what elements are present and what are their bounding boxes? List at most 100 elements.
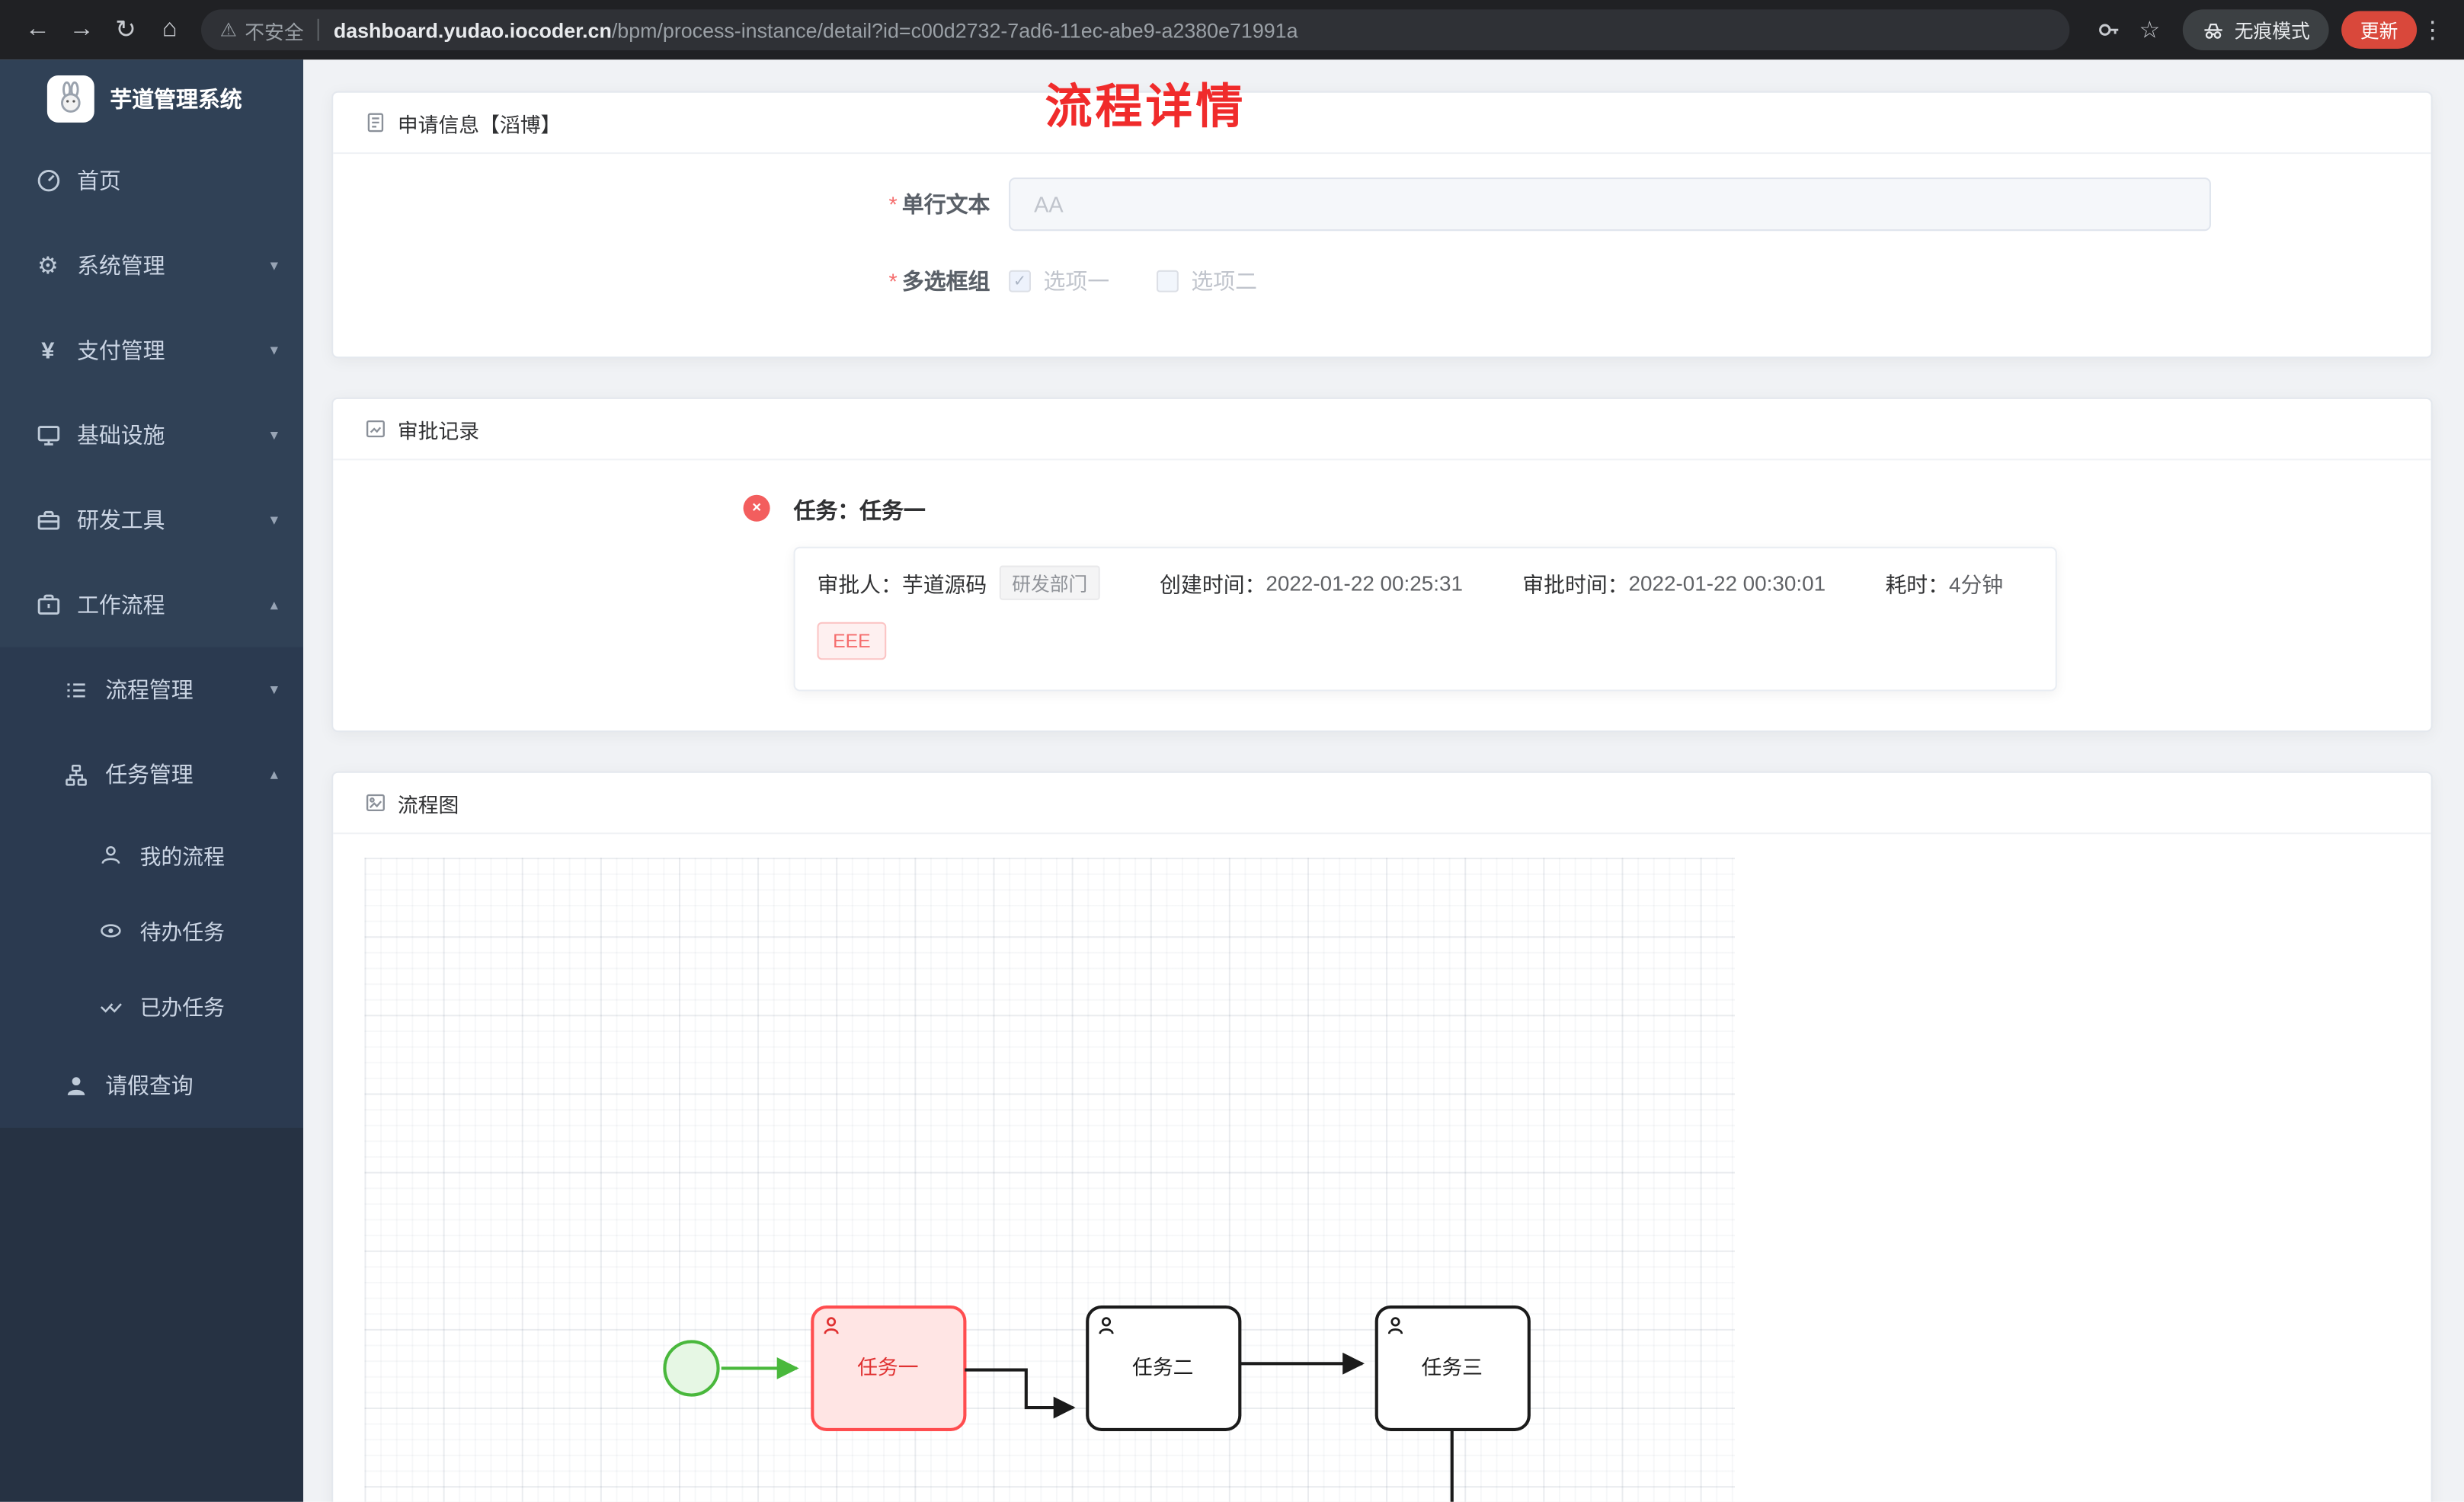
- forward-icon[interactable]: →: [69, 15, 94, 43]
- sidebar-item-label: 首页: [77, 168, 121, 193]
- dept-tag: 研发部门: [999, 565, 1100, 600]
- dashboard-icon: [34, 168, 61, 193]
- sidebar-item-label: 基础设施: [77, 422, 165, 448]
- checkbox-option-1[interactable]: ✓ 选项一: [1009, 266, 1109, 297]
- chevron-up-icon: ▴: [270, 596, 279, 614]
- incognito-badge[interactable]: 无痕模式: [2182, 9, 2329, 50]
- home-icon[interactable]: ⌂: [162, 15, 178, 43]
- address-bar[interactable]: ⚠ 不安全 dashboard.yudao.iocoder.cn/bpm/pro…: [201, 9, 2070, 50]
- back-icon[interactable]: ←: [25, 15, 50, 43]
- approver-name: 芋道源码: [901, 573, 987, 597]
- bookmark-star-icon[interactable]: ☆: [2139, 17, 2161, 44]
- sidebar-item-label: 我的流程: [139, 845, 225, 869]
- single-line-text-input[interactable]: [1009, 177, 2211, 232]
- sidebar-item-label: 研发工具: [77, 507, 165, 533]
- address-divider: [318, 18, 320, 41]
- card-title: 流程图: [397, 792, 459, 817]
- duration-label: 耗时：: [1885, 573, 1949, 597]
- chevron-down-icon: ▾: [270, 426, 279, 444]
- apply-info-card: 申请信息【滔博】 *单行文本 *多选框组 ✓ 选项一: [331, 91, 2433, 359]
- sidebar-item-devtools[interactable]: 研发工具 ▾: [0, 478, 303, 562]
- text-field-row: *单行文本: [333, 177, 2430, 232]
- comment-tag: EEE: [817, 622, 887, 660]
- app-title: 芋道管理系统: [110, 86, 242, 112]
- sidebar-item-todo-tasks[interactable]: 待办任务: [0, 893, 303, 968]
- sidebar-item-done-tasks[interactable]: 已办任务: [0, 968, 303, 1043]
- sidebar-item-system[interactable]: ⚙ 系统管理 ▾: [0, 223, 303, 308]
- workflow-submenu: 流程管理 ▾ 任务管理 ▴ 我的流程: [0, 647, 304, 1128]
- sidebar-item-label: 任务管理: [105, 762, 194, 788]
- process-diagram-header: 流程图: [333, 773, 2431, 835]
- page-title: 流程详情: [1045, 81, 1246, 134]
- my-process-icon: [98, 843, 124, 867]
- diagram-icon: [365, 792, 387, 814]
- approval-record-header: 审批记录: [333, 399, 2431, 461]
- sidebar-item-label: 已办任务: [139, 995, 225, 1020]
- browser-chrome: ← → ↻ ⌂ ⚠ 不安全 dashboard.yudao.iocoder.cn…: [0, 0, 2464, 60]
- user-task-icon: [824, 1317, 839, 1334]
- checkbox-option-2[interactable]: 选项二: [1157, 266, 1257, 297]
- incognito-icon: [2201, 18, 2225, 42]
- sidebar-item-task-mgmt[interactable]: 任务管理 ▴: [0, 732, 303, 817]
- chevron-down-icon: ▾: [270, 257, 279, 274]
- card-title: 审批记录: [397, 418, 480, 443]
- sidebar-item-my-process[interactable]: 我的流程: [0, 817, 303, 893]
- done-check-icon: [98, 994, 124, 1018]
- start-event-node[interactable]: [663, 1340, 720, 1397]
- document-icon: [365, 111, 387, 133]
- approved-label: 审批时间：: [1522, 573, 1629, 597]
- eye-icon: [98, 919, 124, 942]
- field-label: *多选框组: [888, 268, 990, 294]
- monitor-icon: [34, 423, 61, 448]
- app-logo-row[interactable]: 芋道管理系统: [0, 59, 303, 138]
- reload-icon[interactable]: ↻: [115, 17, 136, 44]
- sidebar-item-infrastructure[interactable]: 基础设施 ▾: [0, 393, 303, 478]
- url-path: /bpm/process-instance/detail?id=c00d2732…: [611, 18, 1298, 42]
- sidebar-item-label: 请假查询: [105, 1072, 194, 1098]
- sidebar-item-workflow[interactable]: 工作流程 ▴: [0, 562, 303, 647]
- task1-label: 任务一: [857, 1357, 918, 1379]
- task3-label: 任务三: [1422, 1357, 1483, 1379]
- sidebar: 芋道管理系统 首页 ⚙ 系统管理 ▾ ¥ 支付管理 ▾: [0, 59, 304, 1502]
- incognito-label: 无痕模式: [2234, 19, 2310, 42]
- checkbox-field-row: *多选框组 ✓ 选项一 选项二: [333, 266, 2430, 297]
- sidebar-item-label: 支付管理: [77, 337, 165, 363]
- created-time: 2022-01-22 00:25:31: [1266, 570, 1463, 595]
- created-label: 创建时间：: [1160, 573, 1266, 597]
- sidebar-item-payment[interactable]: ¥ 支付管理 ▾: [0, 308, 303, 392]
- sidebar-item-label: 待办任务: [139, 920, 225, 944]
- url-text: dashboard.yudao.iocoder.cn/bpm/process-i…: [334, 18, 1298, 42]
- password-key-icon[interactable]: [2088, 9, 2130, 50]
- approval-detail-line: 审批人： 芋道源码 研发部门 创建时间： 2022-01-22 00:25:31…: [818, 565, 2034, 600]
- list-icon: [63, 678, 90, 701]
- user-task-icon: [1387, 1317, 1403, 1334]
- sidebar-item-label: 系统管理: [77, 253, 165, 279]
- sidebar-item-home[interactable]: 首页: [0, 139, 303, 223]
- bpmn-diagram: 任务一 任务二 任务三: [663, 1305, 1531, 1502]
- browser-menu-icon[interactable]: ⋮: [2421, 17, 2445, 44]
- update-button[interactable]: 更新: [2341, 11, 2418, 49]
- sidebar-item-leave-query[interactable]: 请假查询: [0, 1043, 303, 1128]
- main-content: 流程详情 申请信息【滔博】 *单行文本 *多选框组: [303, 59, 2464, 1502]
- tree-icon: [63, 762, 90, 786]
- rabbit-logo-icon: [46, 75, 94, 123]
- duration-value: 4分钟: [1948, 573, 2004, 597]
- checkbox-group: ✓ 选项一 选项二: [1009, 266, 1257, 297]
- url-domain: dashboard.yudao.iocoder.cn: [333, 18, 612, 42]
- chevron-down-icon: ▾: [270, 511, 279, 529]
- briefcase-icon: [34, 593, 61, 618]
- not-secure-icon: ⚠: [219, 18, 237, 41]
- sidebar-item-label: 流程管理: [105, 676, 194, 702]
- record-icon: [365, 418, 387, 440]
- sidebar-item-label: 工作流程: [77, 592, 165, 618]
- task2-node[interactable]: [1086, 1305, 1242, 1431]
- checkbox-checked-icon: ✓: [1009, 270, 1031, 292]
- checkbox-unchecked-icon: [1157, 270, 1179, 292]
- sidebar-filler: [0, 1127, 304, 1502]
- yen-icon: ¥: [41, 337, 55, 364]
- task2-label: 任务二: [1132, 1357, 1193, 1379]
- apply-info-header: 申请信息【滔博】: [333, 93, 2431, 155]
- bpmn-canvas[interactable]: 任务一 任务二 任务三: [333, 834, 2430, 1502]
- gear-icon: ⚙: [37, 253, 59, 280]
- sidebar-item-process-mgmt[interactable]: 流程管理 ▾: [0, 647, 303, 732]
